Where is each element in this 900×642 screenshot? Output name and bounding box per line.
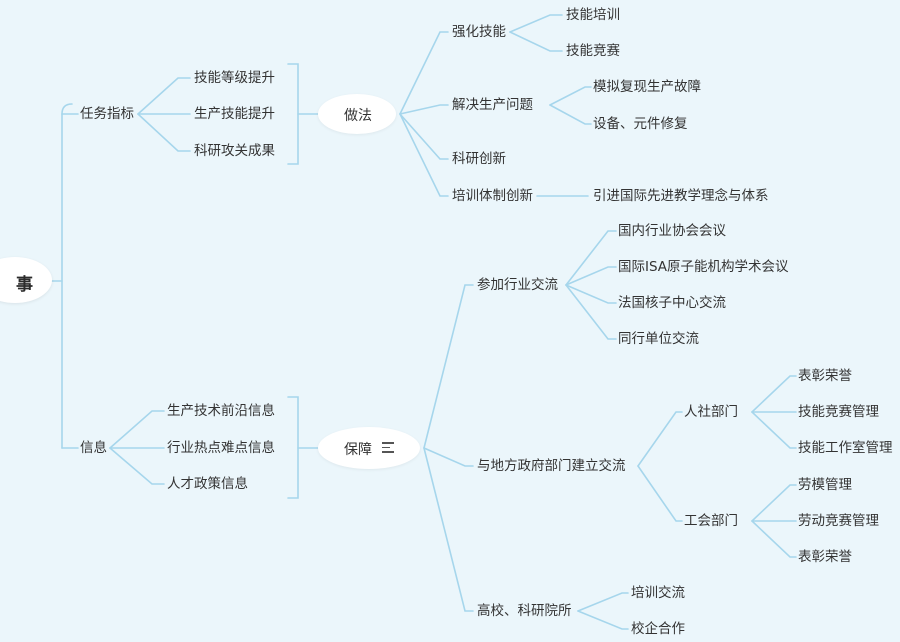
branch-connector <box>137 77 191 115</box>
method-node[interactable]: 解决生产问题 <box>452 97 533 113</box>
branch-connector <box>509 14 563 33</box>
department-leaf[interactable]: 表彰荣誉 <box>798 549 852 565</box>
support-leaf[interactable]: 校企合作 <box>631 621 685 637</box>
branch-connector <box>565 284 617 340</box>
method-leaf[interactable]: 技能竞赛 <box>566 43 620 59</box>
root-label: 事 <box>16 275 33 295</box>
method-leaf[interactable]: 设备、元件修复 <box>593 116 688 132</box>
task-item[interactable]: 科研攻关成果 <box>194 143 275 159</box>
branch-connector <box>509 31 563 52</box>
support-node[interactable]: 高校、科研院所 <box>477 603 572 619</box>
method-leaf[interactable]: 模拟复现生产故障 <box>593 79 701 95</box>
branch-connector <box>637 411 683 467</box>
branch-connector <box>577 610 629 630</box>
branch-connector <box>549 86 592 106</box>
branch-connector <box>109 447 165 485</box>
branch-connector <box>109 410 165 449</box>
branch-connector <box>399 104 449 115</box>
department-node[interactable]: 工会部门 <box>684 513 738 529</box>
branch-label-tasks[interactable]: 任务指标 <box>80 106 134 122</box>
branch-connector <box>637 465 683 522</box>
branch-connector <box>751 375 797 413</box>
branch-connector <box>751 411 797 449</box>
task-item[interactable]: 生产技能提升 <box>194 106 275 122</box>
department-leaf[interactable]: 表彰荣誉 <box>798 368 852 384</box>
trunk-line <box>61 103 73 115</box>
branch-connector <box>423 447 474 467</box>
branch-connector <box>399 31 449 115</box>
info-item[interactable]: 行业热点难点信息 <box>167 440 275 456</box>
method-node[interactable]: 强化技能 <box>452 24 506 40</box>
support-node[interactable]: 参加行业交流 <box>477 277 558 293</box>
support-leaf[interactable]: 同行单位交流 <box>618 331 699 347</box>
branch-connector <box>549 104 592 125</box>
support-leaf[interactable]: 国际ISA原子能机构学术会议 <box>618 259 789 275</box>
department-node[interactable]: 人社部门 <box>684 404 738 420</box>
info-item[interactable]: 生产技术前沿信息 <box>167 403 275 419</box>
department-leaf[interactable]: 劳模管理 <box>798 477 852 493</box>
notes-icon <box>382 442 394 456</box>
department-leaf[interactable]: 技能工作室管理 <box>798 440 893 456</box>
support-leaf[interactable]: 国内行业协会会议 <box>618 223 726 239</box>
branch-connector <box>399 113 449 160</box>
summary-node-method[interactable]: 做法 <box>318 94 396 134</box>
support-leaf[interactable]: 法国核子中心交流 <box>618 295 726 311</box>
support-leaf[interactable]: 培训交流 <box>631 585 685 601</box>
branch-label-info[interactable]: 信息 <box>80 440 107 456</box>
branch-connector <box>137 113 191 152</box>
branch-connector <box>423 284 474 449</box>
branch-connector <box>751 484 797 522</box>
summary-label-method: 做法 <box>344 108 372 124</box>
support-node[interactable]: 与地方政府部门建立交流 <box>477 458 626 474</box>
task-item[interactable]: 技能等级提升 <box>194 70 275 86</box>
method-leaf[interactable]: 技能培训 <box>566 7 620 23</box>
summary-label-support: 保障 <box>344 442 372 458</box>
branch-connector <box>565 284 617 304</box>
method-leaf[interactable]: 引进国际先进教学理念与体系 <box>593 188 769 204</box>
branch-connector <box>577 592 629 612</box>
branch-connector <box>423 447 474 612</box>
info-item[interactable]: 人才政策信息 <box>167 476 248 492</box>
summary-bracket <box>287 63 299 165</box>
branch-connector <box>565 230 617 286</box>
department-leaf[interactable]: 技能竞赛管理 <box>798 404 879 420</box>
department-leaf[interactable]: 劳动竞赛管理 <box>798 513 879 529</box>
method-node[interactable]: 培训体制创新 <box>452 188 533 204</box>
branch-connector <box>399 113 449 197</box>
summary-node-support[interactable]: 保障 <box>318 427 420 469</box>
summary-bracket <box>287 396 299 499</box>
branch-connector <box>565 266 617 286</box>
method-node[interactable]: 科研创新 <box>452 151 506 167</box>
branch-connector <box>751 520 797 558</box>
